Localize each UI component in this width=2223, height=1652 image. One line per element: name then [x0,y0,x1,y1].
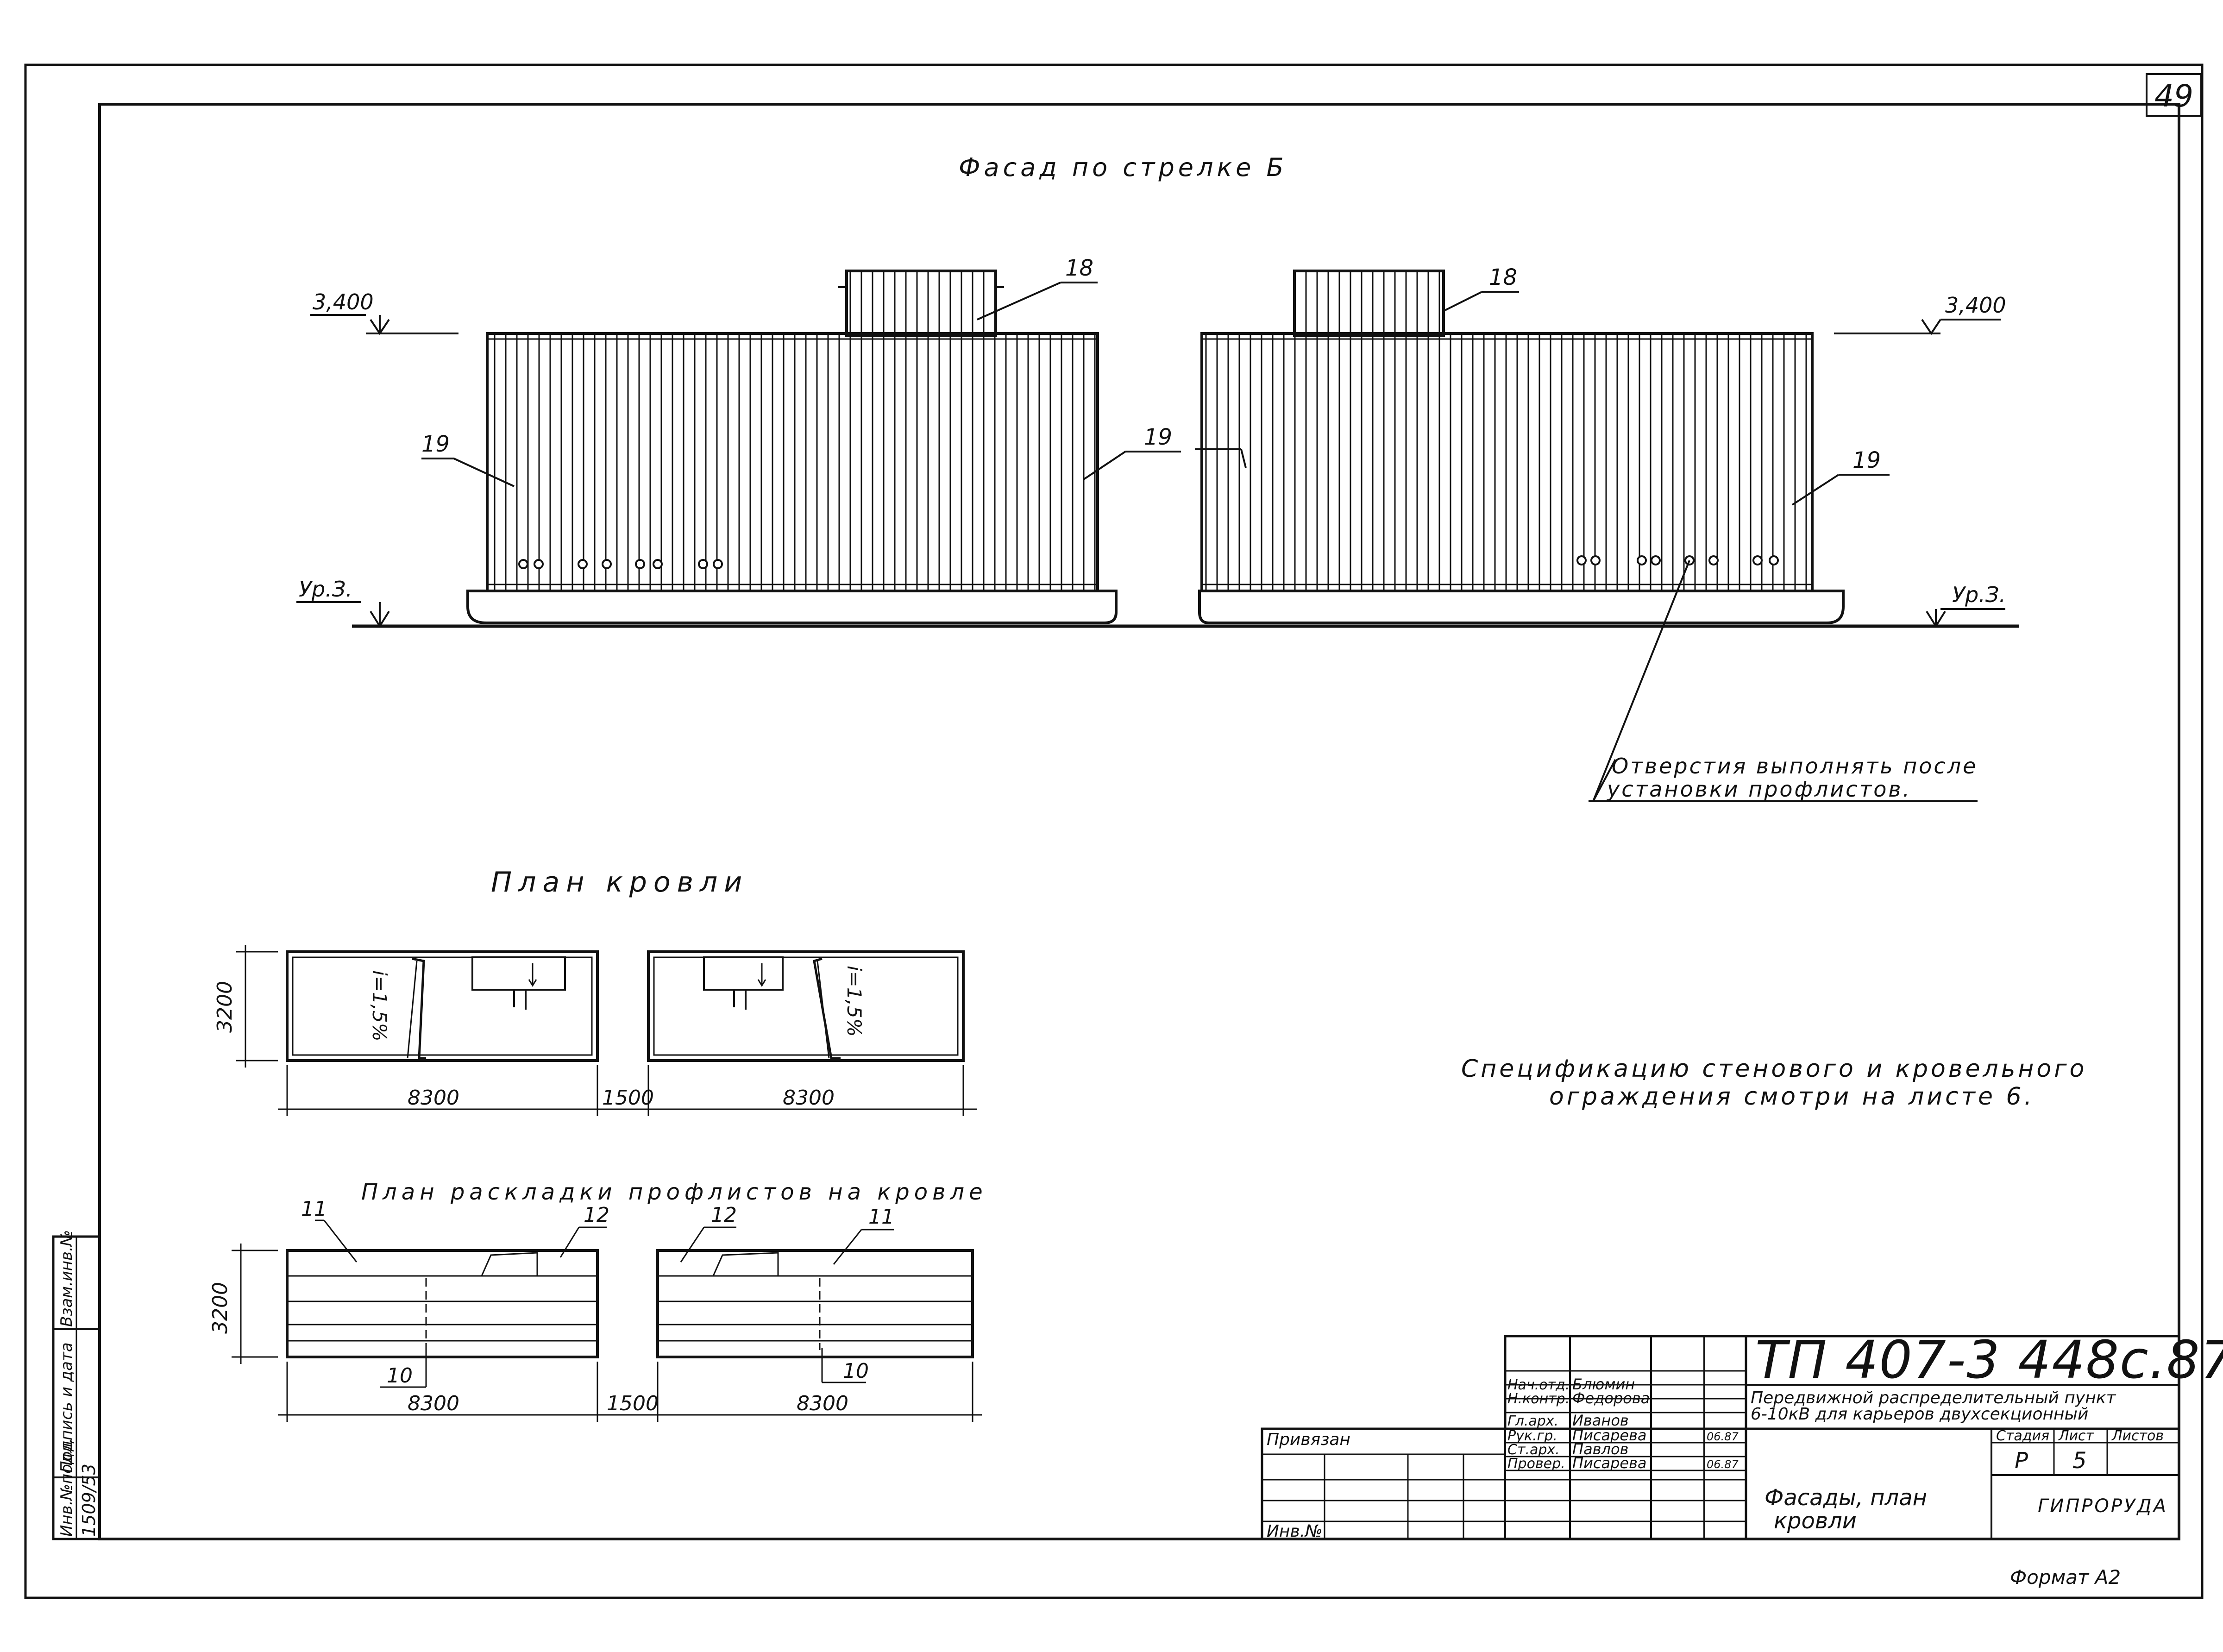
side-stamp-replace-label: Взам.инв.№ [57,1230,76,1327]
side-stamp: Инв.№подл. 1509/53 Подпись и дата Взам.и… [52,1230,101,1540]
vent-holes-right [1576,555,1779,565]
roof-plan-left: i=1,5% [286,950,599,1062]
svg-text:Н.контр.: Н.контр. [1507,1391,1570,1407]
layout-plan-left: 11 12 10 [286,1197,609,1388]
side-stamp-inv-value: 1509/53 [79,1464,99,1537]
svg-text:Ст.арх.: Ст.арх. [1507,1442,1560,1458]
layout-plan-right: 12 11 10 [656,1203,974,1383]
svg-text:1500: 1500 [602,1086,654,1110]
svg-text:06.87: 06.87 [1707,1458,1739,1471]
title-block: Привязан Инв.№ Нач.отд. Блюмин Н.контр. … [1261,1330,2223,1541]
level-mark-top-right: 3,400 [1834,293,2006,335]
svg-text:Ур.З.: Ур.З. [299,577,352,602]
svg-text:Блюмин: Блюмин [1572,1376,1635,1393]
vent-holes-left [518,559,723,569]
svg-text:12: 12 [584,1203,609,1227]
svg-text:19: 19 [421,431,450,457]
organization: ГИПРОРУДА [2038,1495,2168,1517]
side-stamp-sign-label: Подпись и дата [57,1342,76,1473]
svg-text:Стадия: Стадия [1996,1428,2049,1444]
svg-text:ограждения смотри на листе 6.: ограждения смотри на листе 6. [1549,1083,2035,1111]
svg-text:1500: 1500 [607,1392,659,1415]
outer-frame [24,63,2204,1599]
sheet-title-line2: кровли [1774,1508,1857,1534]
svg-text:Иванов: Иванов [1572,1412,1629,1429]
callout-19-left: 19 [421,431,515,487]
roof-plan-right: i=1,5% [647,950,965,1062]
project-name-line2: 6-10кВ для карьеров двухсекционный [1751,1405,2088,1424]
level-mark-ground-left: Ур.З. [296,577,390,628]
attached-label: Привязан [1267,1430,1350,1449]
svg-text:19: 19 [1852,447,1881,473]
svg-text:Рук.гр.: Рук.гр. [1507,1428,1557,1444]
svg-text:Павлов: Павлов [1572,1440,1628,1458]
svg-text:Листов: Листов [2111,1428,2164,1444]
svg-text:Отверстия выполнять после: Отверстия выполнять после [1612,754,1978,779]
layout-plan-title: План раскладки профлистов на кровле [361,1179,987,1205]
svg-text:Писарева: Писарева [1572,1454,1647,1472]
left-module-facade [466,270,1118,624]
project-name-line1: Передвижной распределительный пункт [1751,1388,2116,1407]
level-mark-top-left: 3,400 [310,289,458,335]
layout-plan-dimensions: 3200 8300 1500 8300 [208,1244,982,1422]
svg-text:Лист: Лист [2058,1428,2095,1444]
svg-text:Гл.арх.: Гл.арх. [1507,1413,1558,1429]
svg-text:11: 11 [301,1197,327,1221]
svg-text:8300: 8300 [797,1392,848,1415]
svg-text:Р: Р [2015,1448,2028,1474]
side-stamp-inv-label: Инв.№подл. [57,1438,76,1537]
roof-plan-title: План кровли [491,866,748,898]
svg-text:10: 10 [387,1364,413,1388]
svg-text:3200: 3200 [213,981,237,1033]
sheet-number-box [2146,73,2202,117]
svg-text:11: 11 [868,1205,894,1229]
svg-text:Нач.отд.: Нач.отд. [1507,1377,1570,1393]
svg-text:Провер.: Провер. [1507,1456,1565,1472]
facade-title: Фасад по стрелке Б [959,153,1287,182]
callout-18-left: 18 [977,255,1098,320]
svg-text:8300: 8300 [408,1392,459,1415]
svg-text:12: 12 [711,1203,737,1227]
svg-text:18: 18 [1065,255,1093,281]
paper-format: Формат А2 [2010,1566,2121,1589]
svg-text:3,400: 3,400 [313,289,374,314]
level-mark-ground-right: Ур.З. [1926,582,2006,628]
sheet-title-line1: Фасады, план [1765,1485,1927,1511]
holes-note: Отверстия выполнять после установки проф… [1589,560,1978,802]
document-code: ТП 407-3 448с.87-АР [1755,1330,2223,1390]
svg-text:Ур.З.: Ур.З. [1952,582,2006,607]
svg-text:Писарева: Писарева [1572,1426,1647,1444]
svg-text:10: 10 [843,1359,869,1383]
spec-note: Спецификацию стенового и кровельного огр… [1461,1055,2087,1111]
svg-text:18: 18 [1489,264,1517,290]
svg-text:3,400: 3,400 [1945,293,2006,318]
callout-19-mid-right [1195,448,1247,468]
svg-text:Спецификацию стенового и крове: Спецификацию стенового и кровельного [1461,1055,2087,1083]
svg-text:3200: 3200 [208,1282,232,1334]
svg-text:установки профлистов.: установки профлистов. [1606,777,1911,802]
inner-frame [98,103,2180,1540]
svg-text:i=1,5%: i=1,5% [368,970,391,1042]
svg-text:5: 5 [2072,1448,2087,1474]
svg-text:19: 19 [1144,424,1172,450]
sheet-number: 49 [2154,78,2193,114]
callout-18-right: 18 [1444,264,1519,311]
svg-text:Федорова: Федорова [1572,1389,1650,1407]
right-module-facade [1198,270,1845,624]
inv-no-label: Инв.№ [1267,1522,1323,1541]
svg-text:i=1,5%: i=1,5% [843,966,866,1037]
roof-plan-dimensions: 3200 8300 1500 8300 [213,945,977,1116]
svg-text:8300: 8300 [783,1086,835,1110]
callout-19-mid-left: 19 [1083,424,1181,480]
svg-text:8300: 8300 [408,1086,459,1110]
svg-text:06.87: 06.87 [1707,1430,1739,1443]
callout-19-right: 19 [1791,447,1890,506]
